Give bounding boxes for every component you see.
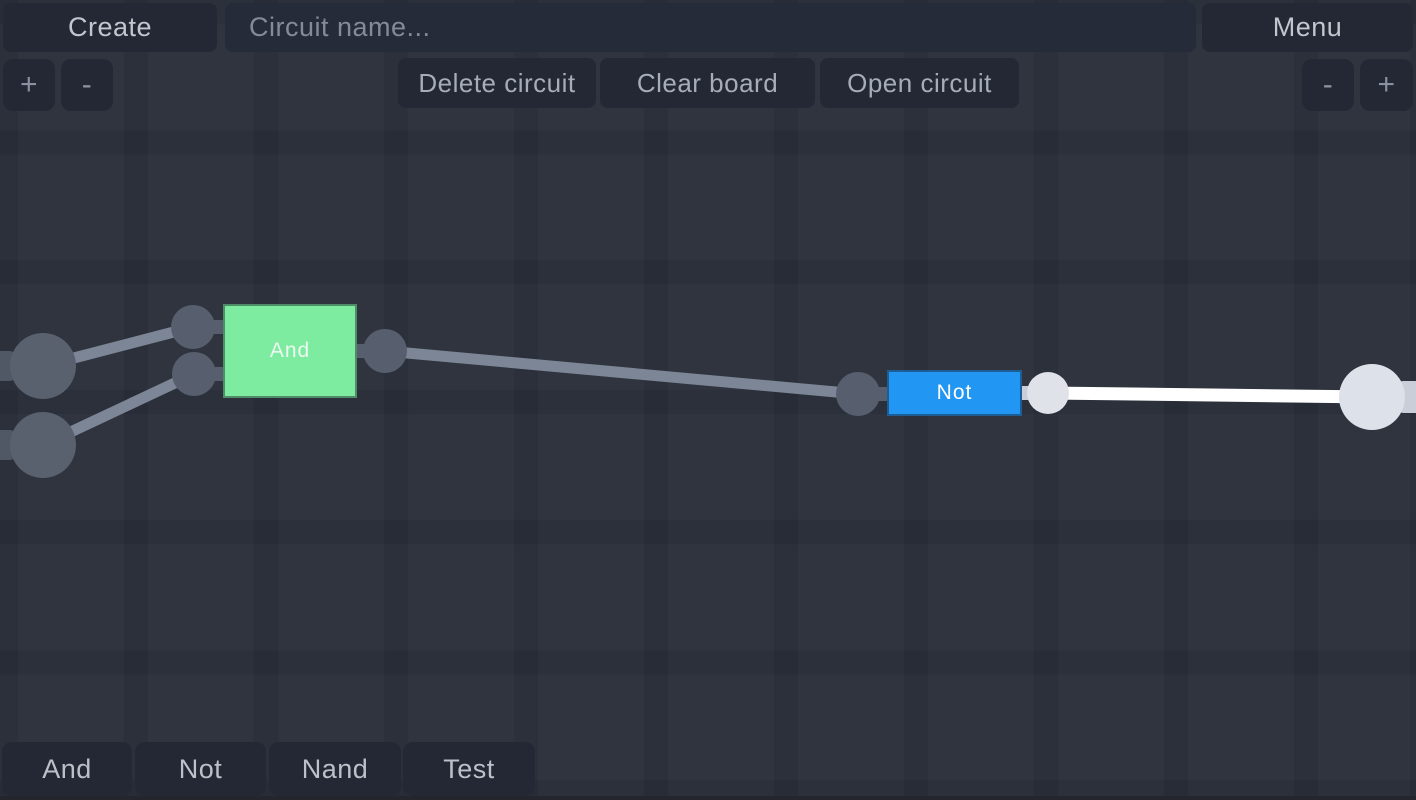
- palette-item-not[interactable]: Not: [135, 742, 266, 796]
- menu-button[interactable]: Menu: [1202, 3, 1413, 52]
- input-node[interactable]: [10, 333, 76, 399]
- zoom-in-button-right[interactable]: +: [1360, 59, 1413, 111]
- wire-active[interactable]: [1047, 386, 1373, 404]
- delete-circuit-button[interactable]: Delete circuit: [398, 58, 596, 108]
- zoom-out-button-left[interactable]: -: [61, 59, 113, 111]
- and-gate-label: And: [269, 339, 311, 362]
- palette-item-nand[interactable]: Nand: [269, 742, 401, 796]
- zoom-out-button-right[interactable]: -: [1302, 59, 1354, 111]
- bottom-edge-strip: [0, 796, 1416, 800]
- and-gate-output-pin[interactable]: [363, 329, 407, 373]
- and-gate[interactable]: And: [223, 304, 357, 398]
- input-node[interactable]: [10, 412, 76, 478]
- clear-board-button[interactable]: Clear board: [600, 58, 815, 108]
- palette-item-and[interactable]: And: [2, 742, 132, 796]
- palette-item-test[interactable]: Test: [403, 742, 535, 796]
- circuit-name-input[interactable]: [225, 3, 1196, 52]
- not-gate-label: Not: [936, 381, 973, 404]
- not-gate[interactable]: Not: [887, 370, 1022, 416]
- create-button[interactable]: Create: [3, 3, 217, 52]
- output-node-active[interactable]: [1339, 364, 1405, 430]
- and-gate-input-pin[interactable]: [171, 305, 215, 349]
- open-circuit-button[interactable]: Open circuit: [820, 58, 1019, 108]
- and-gate-input-pin[interactable]: [172, 352, 216, 396]
- not-gate-input-pin[interactable]: [836, 372, 880, 416]
- zoom-in-button-left[interactable]: +: [3, 59, 55, 111]
- not-gate-output-pin[interactable]: [1027, 372, 1069, 414]
- wire[interactable]: [384, 345, 859, 400]
